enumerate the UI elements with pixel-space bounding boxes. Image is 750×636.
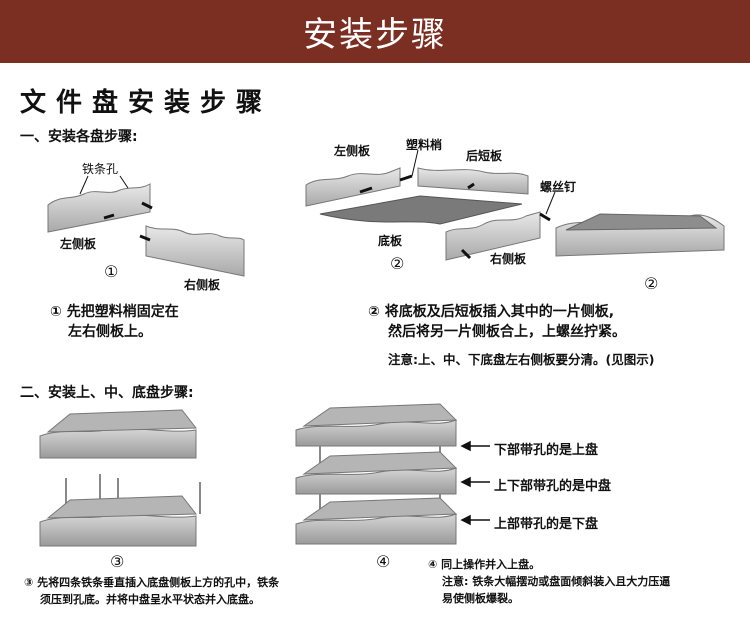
step4-note-line2: 易使侧板爆裂。: [442, 592, 519, 605]
right-panel-label-1: 右侧板: [184, 278, 221, 292]
step1-line2: 左右侧板上。: [68, 324, 152, 340]
screw-label: 螺丝钉: [540, 180, 577, 194]
stacked-trays-4: [295, 403, 458, 545]
step1-line1: ① 先把塑料梢固定在: [50, 304, 179, 320]
step4-marker: ④: [376, 552, 391, 571]
step1-text: ① 先把塑料梢固定在 左右侧板上。: [50, 302, 179, 342]
right-side-panel-1: [139, 225, 245, 277]
banner-title: 安装步骤: [303, 15, 447, 55]
assembled-tray: [555, 213, 725, 257]
iron-hole-label: 铁条孔: [82, 162, 119, 176]
step3-text: ③ 先将四条铁条垂直插入底盘侧板上方的孔中，铁条 须压到孔底。并将中盘呈水平状态…: [24, 574, 279, 608]
section2-heading: 二、安装上、中、底盘步骤:: [20, 385, 194, 401]
page-title: 文件盘安装步骤: [20, 88, 273, 118]
step4-note-line1: 注意: 铁条大幅摆动或盘面倾斜装入且大力压逼: [442, 575, 671, 588]
right-panel-label-2: 右侧板: [490, 252, 527, 266]
tray-pointer-arrows: [460, 440, 490, 526]
step3-line2: 须压到孔底。并将中盘呈水平状态并入底盘。: [40, 593, 260, 606]
upper-tray-label: 下部带孔的是上盘: [494, 443, 599, 458]
step3-marker: ③: [110, 552, 125, 571]
step2-note: 注意:上、中、下底盘左右侧板要分清。(见图示): [388, 352, 655, 367]
left-panel-label-2: 左侧板: [334, 144, 371, 158]
step2-line2: 然后将另一片侧板合上，上螺丝拧紧。: [388, 324, 626, 340]
step4-text: ④ 同上操作并入上盘。 注意: 铁条大幅摆动或盘面倾斜装入且大力压逼 易使侧板爆…: [428, 556, 670, 607]
lower-tray-3: [39, 474, 201, 547]
section1-heading: 一、安装各盘步骤:: [20, 129, 138, 145]
back-panel-label: 后短板: [466, 149, 503, 163]
step4-line1: ④ 同上操作并入上盘。: [428, 558, 541, 571]
bottom-panel-label: 底板: [378, 234, 403, 248]
step3-line1: ③ 先将四条铁条垂直插入底盘侧板上方的孔中，铁条: [24, 576, 280, 589]
lower-tray-label: 上部带孔的是下盘: [494, 517, 599, 532]
middle-tray-label: 上下部带孔的是中盘: [494, 479, 612, 494]
step2-marker-exploded: ②: [390, 254, 405, 273]
step2-text: ② 将底板及后短板插入其中的一片侧板, 然后将另一片侧板合上，上螺丝拧紧。: [368, 302, 626, 342]
header-banner: 安装步骤: [0, 0, 750, 63]
upper-tray-3: [39, 409, 198, 459]
left-panel-label-1: 左侧板: [60, 237, 97, 251]
plastic-pin-label: 塑料梢: [406, 138, 443, 152]
exploded-tray: [305, 167, 551, 261]
step1-marker: ①: [104, 262, 119, 281]
step2-marker-assembled: ②: [644, 274, 659, 293]
step2-line1: ② 将底板及后短板插入其中的一片侧板,: [368, 304, 615, 320]
left-side-panel-1: [47, 183, 153, 233]
